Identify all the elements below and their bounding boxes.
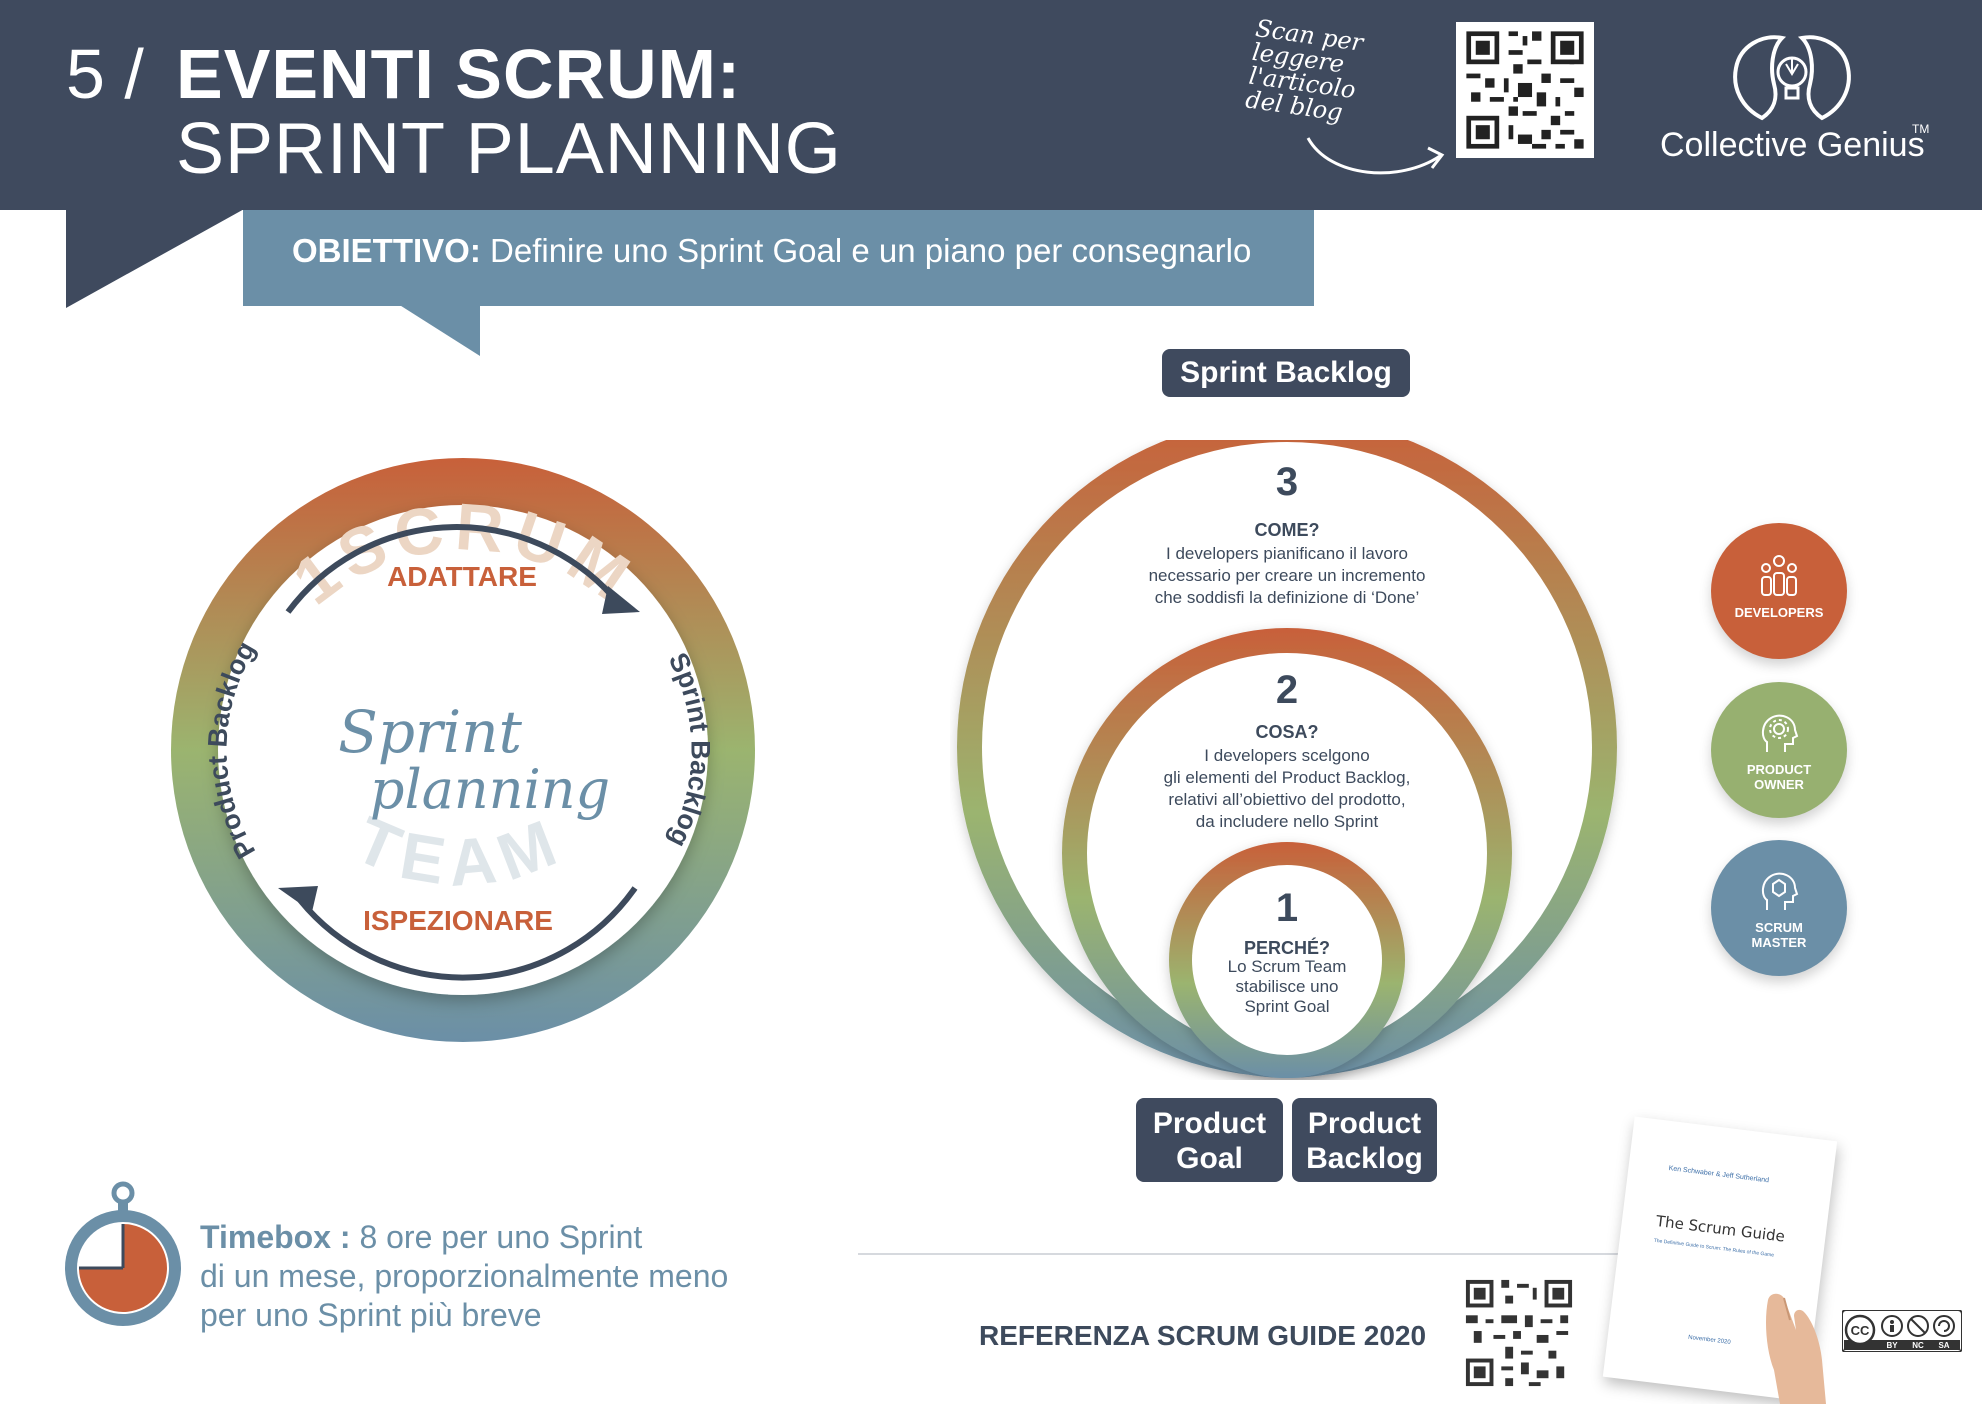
circle-3-number: 3 (1275, 460, 1299, 504)
brand-name: Collective Genius (1660, 126, 1925, 164)
circle-3-line2: necessario per creare un incremento (1148, 566, 1426, 585)
scrum-team-cycle: 1SCRUM TEAM ADATTARE ISPEZIONARE Product… (171, 458, 755, 1042)
role-po-line1: PRODUCT (1746, 762, 1812, 777)
role-po-line2: OWNER (1754, 777, 1804, 792)
product-goal-line2: Goal (1176, 1142, 1243, 1175)
cc-by-label: BY (1886, 1341, 1898, 1350)
stopwatch-icon (65, 1181, 181, 1326)
circle-2-line3: relativi all’obiettivo del prodotto, (1168, 790, 1406, 809)
page-subtitle: SPRINT PLANNING (176, 109, 842, 189)
reference-label: REFERENZA SCRUM GUIDE 2020 (979, 1320, 1427, 1351)
role-sm-line2: MASTER (1751, 935, 1807, 950)
role-scrum-master: SCRUM MASTER (1711, 840, 1847, 976)
cycle-arrowhead-bottom (278, 886, 318, 912)
cycle-arrowhead-top (602, 586, 640, 614)
circle-1-heading: PERCHÉ? (1243, 938, 1330, 958)
circle-2-description: I developers scelgono gli elementi del P… (1087, 745, 1487, 833)
product-goal-line1: Product (1152, 1107, 1267, 1140)
arrow-icon (1306, 137, 1445, 175)
center-script-line1: Sprint (338, 698, 522, 766)
hand-icon (1766, 1293, 1826, 1404)
inspect-label: ISPEZIONARE (363, 905, 553, 936)
circle-1-description: Lo Scrum Team stabilisce uno Sprint Goal (1187, 957, 1387, 1017)
product-owner-icon (1761, 714, 1799, 752)
title-number: 5 / (66, 35, 144, 113)
circle-2-line1: I developers scelgono (1204, 746, 1370, 765)
circle-2-line2: gli elementi del Product Backlog, (1163, 768, 1411, 787)
timebox-line2: di un mese, proporzionalmente meno (200, 1258, 729, 1294)
objective-banner (243, 210, 1314, 306)
cycle-arrow-bottom (297, 886, 638, 981)
circle-2-line4: da includere nello Sprint (1195, 812, 1379, 831)
circle-1-line2: stabilisce uno (1235, 977, 1339, 996)
timebox-line1: 8 ore per uno Sprint (350, 1219, 643, 1255)
role-product-owner: PRODUCT OWNER (1711, 682, 1847, 818)
circle-3-line3: che soddisfi la definizione di ‘Done’ (1154, 588, 1420, 607)
collective-genius-logo-icon (1733, 35, 1851, 121)
circle-3-line1: I developers pianificano il lavoro (1166, 544, 1408, 563)
header-bar (0, 0, 1982, 210)
footer-divider (858, 1253, 1698, 1255)
developers-icon (1761, 555, 1797, 596)
adapt-label: ADATTARE (387, 561, 537, 592)
brand-trademark: TM (1912, 122, 1930, 136)
creative-commons-badge: CC BY NC SA (1842, 1310, 1962, 1352)
book-author: Ken Schwaber & Jeff Sutherland (1668, 1165, 1770, 1185)
nested-circles-diagram (957, 440, 1617, 1078)
cc-sa-label: SA (1938, 1341, 1949, 1350)
qr-code-icon (1466, 31, 1584, 149)
cycle-arrow-top (285, 524, 623, 614)
role-developers: DEVELOPERS (1711, 523, 1847, 659)
objective-label: OBIETTIVO: (292, 232, 481, 269)
circle-3-description: I developers pianificano il lavoro neces… (1087, 543, 1487, 609)
role-sm-line1: SCRUM (1755, 920, 1803, 935)
product-backlog-line2: Backlog (1306, 1142, 1423, 1175)
product-backlog-tag: Product Backlog (1292, 1098, 1437, 1182)
cycle-inner-disc (218, 505, 708, 995)
scan-note: Scan per leggere l'articolo del blog (1243, 14, 1365, 127)
circle-3-heading: COME? (1254, 520, 1320, 540)
circle-1-inner (1192, 865, 1382, 1055)
header-tail-shape (66, 208, 246, 308)
scrum-guide-qr-code[interactable] (1462, 1276, 1576, 1390)
objective-banner-tail (398, 304, 480, 356)
timebox-label: Timebox : (200, 1219, 351, 1255)
timebox-text: Timebox : 8 ore per uno Sprint di un mes… (200, 1218, 820, 1335)
book-date: November 2020 (1687, 1334, 1731, 1346)
circle-1-line1: Lo Scrum Team (1227, 957, 1347, 976)
circle-2-number: 2 (1275, 668, 1299, 712)
objective-description: Definire uno Sprint Goal e un piano per … (480, 232, 1252, 269)
product-backlog-line1: Product (1307, 1107, 1422, 1140)
role-developers-label: DEVELOPERS (1734, 605, 1824, 620)
blog-qr-code[interactable] (1456, 22, 1594, 158)
cc-label: CC (1851, 1323, 1870, 1338)
cc-nc-label: NC (1912, 1341, 1924, 1350)
scrum-master-icon (1761, 872, 1799, 910)
product-goal-tag: Product Goal (1136, 1098, 1283, 1182)
sprint-backlog-tag: Sprint Backlog (1162, 349, 1410, 397)
page-title: EVENTI SCRUM: (176, 35, 742, 113)
objective-text: OBIETTIVO: Definire uno Sprint Goal e un… (292, 232, 1251, 270)
circle-1-line3: Sprint Goal (1244, 997, 1330, 1016)
circle-2-heading: COSA? (1255, 722, 1319, 742)
circle-1-number: 1 (1275, 886, 1299, 930)
timebox-line3: per uno Sprint più breve (200, 1297, 542, 1333)
center-script-line2: planning (370, 758, 610, 821)
